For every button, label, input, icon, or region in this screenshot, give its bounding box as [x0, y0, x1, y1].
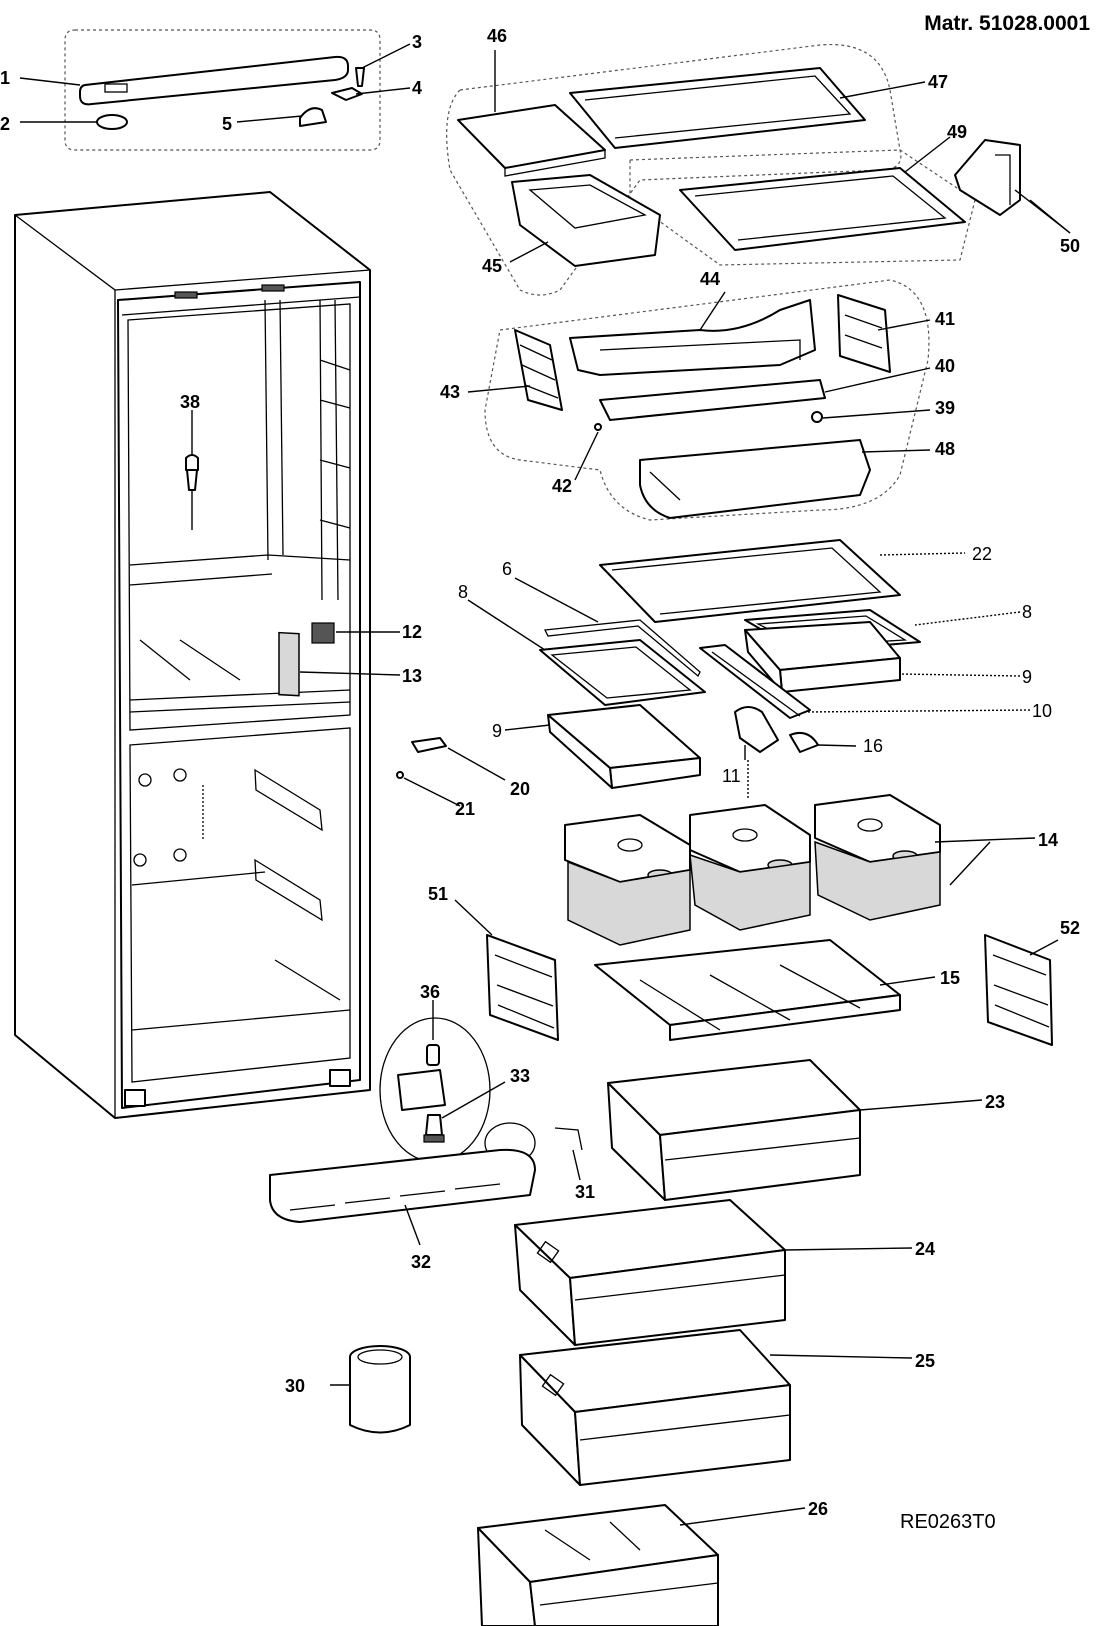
part-5-clip — [299, 107, 327, 127]
callout-36: 36 — [420, 982, 440, 1002]
part-16-knob — [789, 732, 819, 753]
callout-51: 51 — [428, 884, 448, 904]
part-14-containers — [564, 794, 941, 946]
callout-44: 44 — [700, 269, 720, 289]
callout-5: 5 — [222, 114, 232, 134]
callout-16: 16 — [863, 736, 883, 756]
part-47-door-shelf — [569, 67, 866, 149]
callout-13: 13 — [402, 666, 422, 686]
callout-23: 23 — [985, 1092, 1005, 1112]
callout-8-right: 8 — [1022, 602, 1032, 622]
callout-1: 1 — [0, 68, 10, 88]
callout-43: 43 — [440, 382, 460, 402]
part-22-glass-shelf — [599, 539, 901, 623]
part-36-pin — [426, 1044, 440, 1066]
part-33-screw — [425, 1114, 443, 1136]
callout-32: 32 — [411, 1252, 431, 1272]
callout-50: 50 — [1060, 236, 1080, 256]
part-2-cap — [96, 114, 128, 130]
part-45-egg-tray — [511, 174, 661, 267]
callout-10: 10 — [1032, 701, 1052, 721]
part-11-housing — [734, 706, 779, 753]
part-43-bracket — [514, 329, 563, 411]
callout-38: 38 — [180, 392, 200, 412]
callout-3: 3 — [412, 32, 422, 52]
callout-9-right: 9 — [1022, 667, 1032, 687]
callout-22: 22 — [972, 544, 992, 564]
part-42-screw — [594, 423, 602, 431]
part-31-clip — [554, 1127, 583, 1151]
callout-48: 48 — [935, 439, 955, 459]
callout-15: 15 — [940, 968, 960, 988]
callout-47: 47 — [928, 72, 948, 92]
handle-leaders — [19, 43, 411, 123]
part-40-trim — [599, 379, 826, 421]
part-44-door-bin — [569, 299, 816, 376]
callout-30: 30 — [285, 1376, 305, 1396]
door-group-outline — [446, 43, 902, 296]
callout-42: 42 — [552, 476, 572, 496]
callout-6: 6 — [502, 559, 512, 579]
part-3-screw — [355, 67, 365, 87]
part-39-screw — [811, 411, 823, 423]
callout-49: 49 — [947, 122, 967, 142]
part-51-bracket — [486, 934, 559, 1041]
part-21-pin — [396, 771, 404, 779]
material-number: Matr. 51028.0001 — [924, 12, 1090, 35]
callout-46: 46 — [487, 26, 507, 46]
handle-group — [64, 29, 381, 151]
part-12-filter — [311, 622, 335, 644]
part-30-jar — [349, 1345, 411, 1434]
part-1-handle — [79, 55, 349, 106]
part-20-hinge — [411, 737, 447, 753]
cabinet — [14, 191, 371, 1119]
callout-41: 41 — [935, 309, 955, 329]
part-49-door-shelf — [679, 167, 966, 251]
part-6-seal — [543, 619, 701, 678]
callout-45: 45 — [482, 256, 502, 276]
callout-40: 40 — [935, 356, 955, 376]
callout-31: 31 — [575, 1182, 595, 1202]
part-13-panel — [278, 631, 300, 697]
callout-4: 4 — [412, 78, 422, 98]
callout-25: 25 — [915, 1351, 935, 1371]
callout-14: 14 — [1038, 830, 1058, 850]
callout-21: 21 — [455, 799, 475, 819]
callout-12: 12 — [402, 622, 422, 642]
callout-9-left: 9 — [492, 721, 502, 741]
callout-33: 33 — [510, 1066, 530, 1086]
part-32-kickplate — [269, 1148, 536, 1223]
part-41-bracket — [837, 294, 891, 373]
callout-39: 39 — [935, 398, 955, 418]
part-38-probe — [185, 410, 199, 530]
drawing-code: RE0263T0 — [900, 1511, 996, 1533]
part-50-bracket — [954, 139, 1021, 216]
part-46-shelf-cover — [457, 104, 606, 169]
callout-20: 20 — [510, 779, 530, 799]
part-8-seal-left — [539, 639, 706, 706]
callout-11: 11 — [722, 766, 741, 786]
callout-24: 24 — [915, 1239, 935, 1259]
callout-8-left: 8 — [458, 582, 468, 602]
callout-2: 2 — [0, 114, 10, 134]
part-52-bracket — [984, 934, 1053, 1046]
callout-52: 52 — [1060, 918, 1080, 938]
callout-26: 26 — [808, 1499, 828, 1519]
part-48-door-bin — [639, 439, 871, 519]
hinge-detail — [379, 1017, 491, 1163]
